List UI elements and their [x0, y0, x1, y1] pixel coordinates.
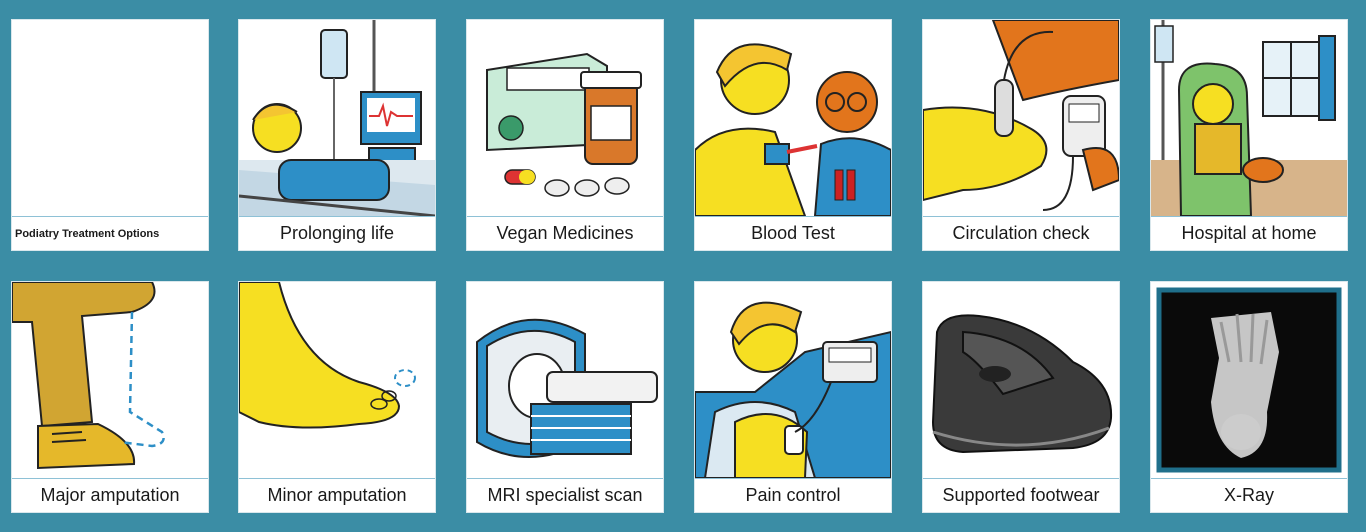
hospital-bed-drip-icon [239, 20, 435, 216]
card-label: Supported footwear [923, 478, 1119, 512]
card-pain-control[interactable]: Pain control [694, 281, 892, 513]
leg-amputation-icon [12, 282, 208, 478]
blood-test-icon [695, 20, 891, 216]
card-x-ray[interactable]: X-Ray [1150, 281, 1348, 513]
card-blood-test[interactable]: Blood Test [694, 19, 892, 251]
toe-amputation-icon [239, 282, 435, 478]
armchair-drip-icon [1151, 20, 1347, 216]
card-prolonging-life[interactable]: Prolonging life [238, 19, 436, 251]
card-label: Hospital at home [1151, 216, 1347, 250]
card-podiatry-treatment-options[interactable]: Podiatry Treatment Options [11, 19, 209, 251]
card-minor-amputation[interactable]: Minor amputation [238, 281, 436, 513]
card-label: X-Ray [1151, 478, 1347, 512]
card-mri-specialist-scan[interactable]: MRI specialist scan [466, 281, 664, 513]
shoe-icon [923, 282, 1119, 478]
card-label: Prolonging life [239, 216, 435, 250]
card-supported-footwear[interactable]: Supported footwear [922, 281, 1120, 513]
card-circulation-check[interactable]: Circulation check [922, 19, 1120, 251]
card-label: Circulation check [923, 216, 1119, 250]
card-label: Podiatry Treatment Options [12, 216, 208, 250]
card-label: Blood Test [695, 216, 891, 250]
card-label: Pain control [695, 478, 891, 512]
card-major-amputation[interactable]: Major amputation [11, 281, 209, 513]
mri-scanner-icon [467, 282, 663, 478]
card-label: MRI specialist scan [467, 478, 663, 512]
pain-pump-icon [695, 282, 891, 478]
foot-xray-icon [1151, 282, 1347, 478]
medicine-box-icon [467, 20, 663, 216]
doppler-foot-icon [923, 20, 1119, 216]
card-label: Vegan Medicines [467, 216, 663, 250]
card-label: Major amputation [12, 478, 208, 512]
card-label: Minor amputation [239, 478, 435, 512]
blank-title-card [12, 20, 208, 216]
card-vegan-medicines[interactable]: Vegan Medicines [466, 19, 664, 251]
card-hospital-at-home[interactable]: Hospital at home [1150, 19, 1348, 251]
